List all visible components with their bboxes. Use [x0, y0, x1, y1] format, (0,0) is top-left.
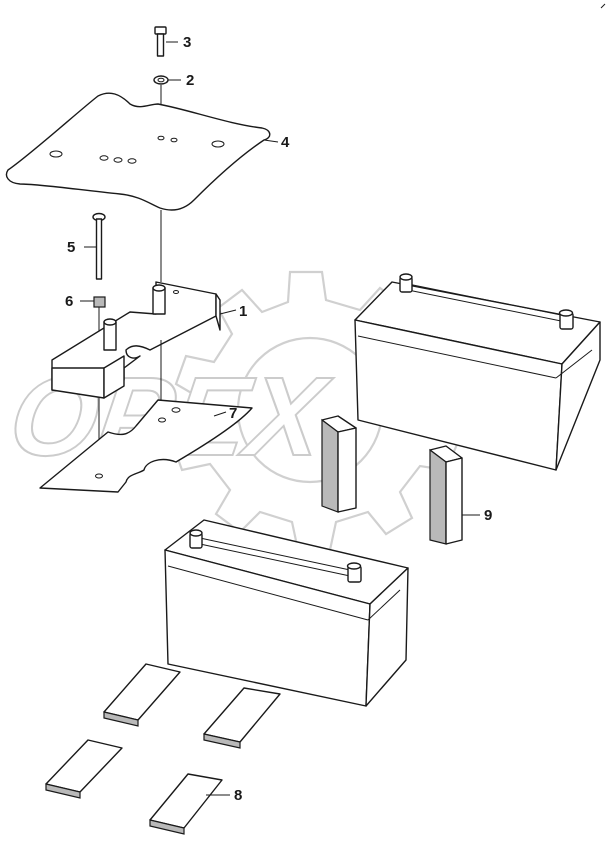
bottom-pad-4	[149, 773, 223, 835]
battery-bracket	[51, 281, 221, 399]
callout-5: 5	[67, 239, 75, 256]
washer	[153, 75, 169, 85]
callout-3: 3	[183, 34, 191, 51]
spacer-nut	[93, 296, 106, 308]
side-pad-right	[429, 445, 463, 545]
callout-1: 1	[239, 303, 247, 320]
bottom-pad-3	[45, 739, 123, 799]
callout-2: 2	[186, 72, 194, 89]
callout-6: 6	[65, 293, 73, 310]
long-bolt	[92, 212, 106, 280]
callout-8: 8	[234, 787, 242, 804]
callout-9: 9	[484, 507, 492, 524]
corner-mark	[600, 3, 606, 9]
callout-7: 7	[229, 405, 237, 422]
bottom-pad-1	[103, 663, 181, 727]
bottom-pad-2	[203, 687, 281, 749]
battery-bottom	[164, 519, 409, 707]
base-plate	[39, 399, 253, 493]
battery-right	[354, 273, 601, 471]
bolt-top	[154, 26, 167, 57]
hold-down-plate	[5, 92, 271, 211]
side-pad-left	[321, 415, 357, 513]
callout-4: 4	[281, 134, 290, 151]
